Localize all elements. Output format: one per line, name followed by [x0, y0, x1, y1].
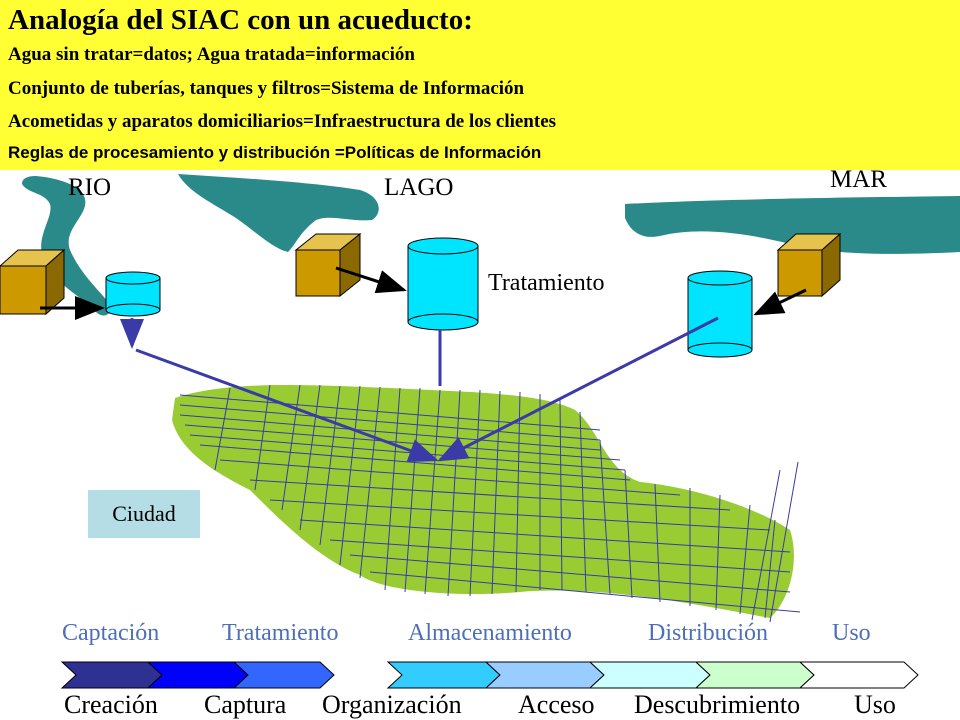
source-box-sea	[776, 232, 842, 298]
tank-river	[105, 271, 161, 317]
chevron-4	[386, 661, 501, 689]
sea-label: MAR	[830, 166, 887, 193]
stage-chevrons	[60, 661, 919, 689]
header-line-3: Acometidas y aparatos domiciliarios=Infr…	[8, 111, 557, 132]
chevron-2	[146, 661, 249, 689]
stage-top-tratamiento: Tratamiento	[222, 620, 339, 646]
chevron-3	[232, 661, 335, 689]
stage-top-uso: Uso	[832, 620, 871, 646]
source-box-river	[0, 248, 66, 316]
stage-bottom-descubrimiento: Descubrimiento	[634, 690, 801, 719]
chevron-6	[588, 661, 711, 689]
river-shape	[22, 176, 112, 316]
stage-bottom-uso: Uso	[854, 690, 896, 719]
header-line-2: Conjunto de tuberías, tanques y filtros=…	[8, 78, 525, 99]
city-shape	[172, 385, 794, 618]
feed-arrow-lake	[335, 266, 407, 294]
stage-bottom-acceso: Acceso	[518, 690, 595, 719]
lake-label: LAGO	[384, 174, 454, 201]
chevron-1	[60, 661, 163, 689]
stage-bottom-captura: Captura	[204, 690, 287, 719]
page-title: Analogía del SIAC con un acueducto:	[8, 4, 473, 36]
treatment-label: Tratamiento	[488, 270, 605, 296]
chevron-8	[798, 661, 919, 689]
city-label: Ciudad	[88, 490, 200, 538]
header-line-1: Agua sin tratar=datos; Agua tratada=info…	[8, 44, 415, 65]
tank-lake	[407, 237, 479, 331]
stage-bottom-organizacion: Organización	[322, 690, 462, 719]
chevron-5	[484, 661, 605, 689]
sea-shape	[625, 196, 960, 254]
source-box-lake	[294, 232, 362, 298]
river-label: RIO	[68, 174, 112, 201]
feed-arrow-sea	[753, 288, 807, 316]
stage-top-distribucion: Distribución	[648, 620, 768, 646]
lake-shape	[178, 174, 379, 252]
river-to-city-arrow	[135, 348, 439, 462]
tank-sea	[687, 270, 753, 358]
chevron-7	[694, 661, 815, 689]
header-banner: Analogía del SIAC con un acueducto: Agua…	[0, 0, 960, 170]
header-line-4: Reglas de procesamiento y distribución =…	[8, 143, 542, 162]
stage-bottom-creacion: Creación	[64, 690, 158, 719]
city-street-grid	[179, 384, 801, 623]
sea-to-city-arrow	[437, 316, 719, 462]
stage-top-almacenamiento: Almacenamiento	[408, 620, 572, 646]
stage-top-captacion: Captación	[62, 620, 160, 646]
